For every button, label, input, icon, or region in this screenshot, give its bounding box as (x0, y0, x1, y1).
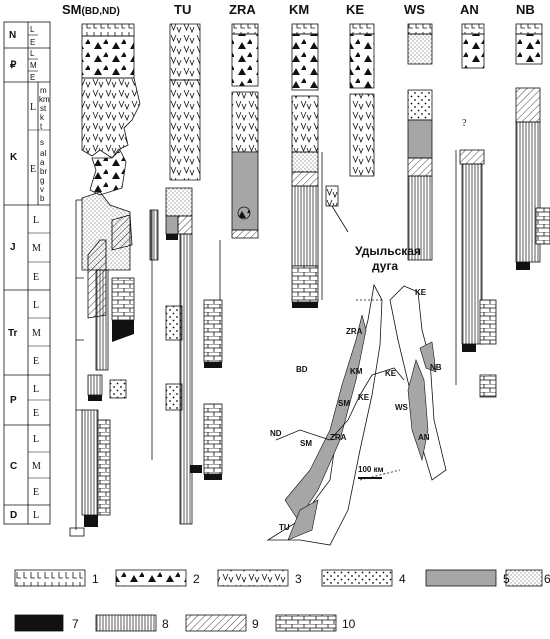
column-header-zra: ZRA (229, 2, 256, 17)
epoch: L (30, 102, 36, 113)
map-label: ND (270, 429, 282, 438)
epoch: M (30, 61, 37, 70)
map-label: SM (338, 399, 350, 408)
column-header-tu: TU (174, 2, 191, 17)
stage: t (40, 122, 43, 131)
map-label: WS (395, 403, 409, 412)
period-k: K (10, 152, 18, 163)
epoch: E (33, 408, 39, 419)
epoch: L (33, 510, 39, 521)
stage: b (40, 194, 45, 203)
legend-num: 2 (193, 572, 200, 586)
legend: 1 2 3 4 5 (14, 569, 510, 587)
legend-num: 1 (92, 572, 99, 586)
stage: k (40, 113, 45, 122)
column-tu (149, 23, 223, 525)
period-pg: ₽ (10, 60, 17, 71)
epoch: L (33, 300, 39, 311)
legend-item-6b: 6 (505, 569, 550, 587)
legend-item-4: 4 (321, 569, 406, 587)
arc-name-line1: Удыльская (355, 244, 421, 258)
column-km (291, 23, 323, 308)
legend-num: 3 (295, 572, 302, 586)
stage: a (40, 158, 45, 167)
legend-num: 7 (72, 617, 79, 631)
period-d: D (10, 510, 17, 521)
map-scale-label: 100 км (358, 465, 384, 474)
legend-num: 8 (162, 617, 169, 631)
epoch: L (33, 384, 39, 395)
legend-row-2: 6 7 8 9 10 (14, 569, 550, 632)
legend-num: 9 (252, 617, 259, 631)
column-header-nb: NB (516, 2, 535, 17)
epoch: L (30, 25, 35, 34)
column-nb (515, 23, 550, 270)
legend-item-1: 1 (14, 569, 99, 587)
timescale: N ₽ K J Tr P C D L E L M E L E L M E L M… (3, 21, 51, 525)
epoch: E (33, 487, 39, 498)
map-label: SM (300, 439, 312, 448)
legend-item-8: 8 (95, 614, 169, 632)
stage: br (40, 167, 47, 176)
legend-item-5: 5 (425, 569, 510, 587)
map-label: NB (430, 363, 442, 372)
stage: s (40, 138, 44, 147)
epoch: L (33, 215, 39, 226)
legend-num: 6 (544, 572, 550, 586)
column-header-sm: SM(BD,ND) (62, 2, 120, 17)
epoch: M (32, 461, 41, 472)
location-map: 100 км KE ZRA BD KM KE NB SM KE WS ND SM… (266, 283, 447, 546)
map-label: KE (385, 369, 397, 378)
legend-num: 10 (342, 617, 356, 631)
stage: al (40, 149, 46, 158)
column-header-km: KM (289, 2, 309, 17)
period-j: J (10, 242, 16, 253)
epoch: E (30, 164, 36, 175)
legend-item-7: 7 (14, 614, 79, 632)
epoch: E (30, 38, 35, 47)
epoch: E (33, 356, 39, 367)
column-sm (69, 23, 141, 537)
map-label: KE (358, 393, 370, 402)
column-header-ws: WS (404, 2, 425, 17)
map-label: KE (415, 288, 427, 297)
stage: st (40, 104, 47, 113)
stage: g (40, 176, 44, 185)
column-zra (219, 23, 259, 300)
legend-item-9: 9 (185, 614, 259, 632)
period-c: C (10, 461, 17, 472)
stage: v (40, 185, 44, 194)
column-ke (325, 23, 375, 233)
legend-num: 4 (399, 572, 406, 586)
column-ws (407, 23, 433, 261)
map-label: ZRA (346, 327, 363, 336)
epoch: L (33, 434, 39, 445)
column-an: ? (455, 23, 497, 398)
period-n: N (9, 30, 16, 41)
map-label: ZRA (330, 433, 347, 442)
stage: km (39, 95, 50, 104)
period-p: P (10, 395, 17, 406)
map-label: BD (296, 365, 308, 374)
column-header-an: AN (460, 2, 479, 17)
column-headers: SM(BD,ND) TU ZRA KM KE WS AN NB (62, 2, 535, 17)
arc-name-line2: дуга (372, 259, 398, 273)
period-tr: Tr (8, 328, 18, 339)
epoch: M (32, 243, 41, 254)
map-label: AN (418, 433, 430, 442)
legend-item-3: 3 (217, 569, 302, 587)
epoch: E (33, 272, 39, 283)
epoch: E (30, 73, 35, 82)
question-mark: ? (462, 118, 467, 129)
k-stage-labels: m km st k t s al a br g v b (39, 86, 50, 203)
map-label: KM (350, 367, 363, 376)
map-label: TU (279, 523, 290, 532)
epoch: L (30, 49, 35, 58)
stage: m (40, 86, 47, 95)
epoch: M (32, 328, 41, 339)
legend-item-10: 10 (275, 614, 356, 632)
column-header-ke: KE (346, 2, 364, 17)
legend-item-2: 2 (115, 569, 200, 587)
